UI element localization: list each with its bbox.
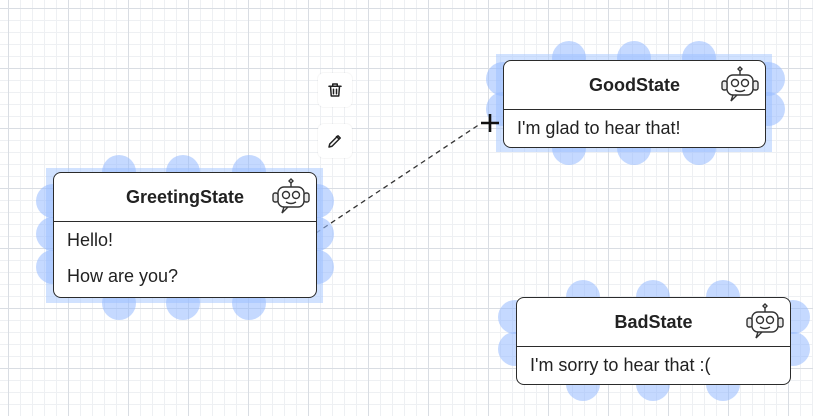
node-title: GreetingState [125,186,245,207]
delete-button[interactable] [318,73,352,107]
node-header: GoodState [504,61,765,110]
node-header: GreetingState [54,173,316,222]
robot-icon [721,66,759,102]
node-line: I'm glad to hear that! [517,118,681,138]
node-line: I'm sorry to hear that :( [530,355,711,375]
node-title: GoodState [588,74,680,95]
node-title: BadState [614,311,693,332]
pencil-icon [328,135,341,148]
state-node-greeting[interactable]: GreetingState Hello! How are you? [53,172,317,298]
node-header: BadState [517,298,790,347]
edit-button[interactable] [318,124,352,158]
trash-icon [328,83,342,97]
robot-icon [272,178,310,214]
state-node-bad[interactable]: BadState I'm sorry to hear that :( [516,297,791,385]
connection-edge[interactable] [315,123,481,234]
node-line: Hello! [67,230,114,250]
node-line: How are you? [67,266,179,286]
robot-icon [746,303,784,339]
state-node-good[interactable]: GoodState I'm glad to hear that! [503,60,766,148]
plus-icon[interactable] [479,112,501,134]
